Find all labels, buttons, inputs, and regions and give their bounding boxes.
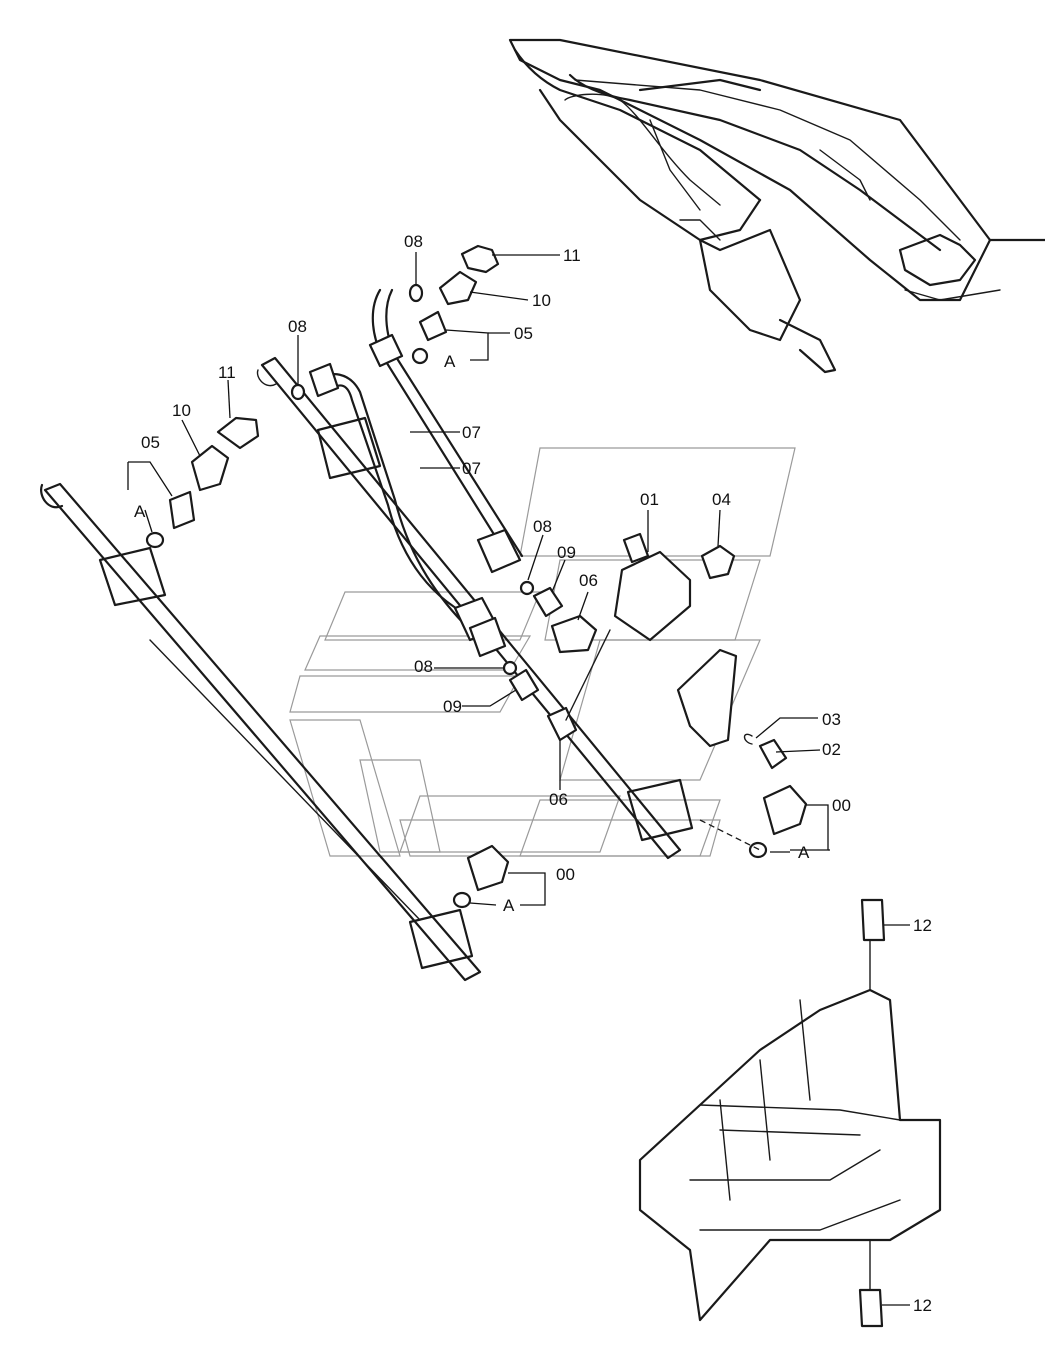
watermark-logo	[289, 447, 796, 857]
label-07-lower: 07	[462, 459, 481, 478]
left-boom-cylinder	[40, 482, 482, 982]
label-01: 01	[640, 490, 659, 509]
label-05-upper: 05	[514, 324, 533, 343]
label-09-mid: 09	[557, 543, 576, 562]
part-labels: 01 02 03 04 05 05 06 06 07 07 08 08 08 0…	[134, 232, 932, 1315]
label-03: 03	[822, 710, 841, 729]
label-02: 02	[822, 740, 841, 759]
label-a-right: A	[798, 843, 810, 862]
label-a-left: A	[134, 502, 146, 521]
label-12-lower: 12	[913, 1296, 932, 1315]
control-valve	[638, 898, 942, 1328]
label-00-bottom: 00	[556, 865, 575, 884]
label-04: 04	[712, 490, 731, 509]
boom-arm-illustration	[508, 38, 1045, 374]
label-07-upper: 07	[462, 423, 481, 442]
label-00-right: 00	[832, 796, 851, 815]
hoses-07	[308, 288, 524, 658]
label-08-lower: 08	[414, 657, 433, 676]
label-06-mid: 06	[579, 571, 598, 590]
label-08-top: 08	[404, 232, 423, 251]
label-10-left: 10	[172, 401, 191, 420]
label-09-lower: 09	[443, 697, 462, 716]
label-06-lower: 06	[549, 790, 568, 809]
label-12-upper: 12	[913, 916, 932, 935]
label-a-bottom: A	[503, 896, 515, 915]
label-a-upper: A	[444, 352, 456, 371]
fittings	[145, 244, 808, 909]
label-10-upper: 10	[532, 291, 551, 310]
label-11-upper: 11	[563, 246, 581, 265]
label-08-mid: 08	[533, 517, 552, 536]
leader-lines	[127, 252, 910, 1306]
label-05-left: 05	[141, 433, 160, 452]
label-08-left: 08	[288, 317, 307, 336]
label-11-left: 11	[218, 363, 236, 382]
